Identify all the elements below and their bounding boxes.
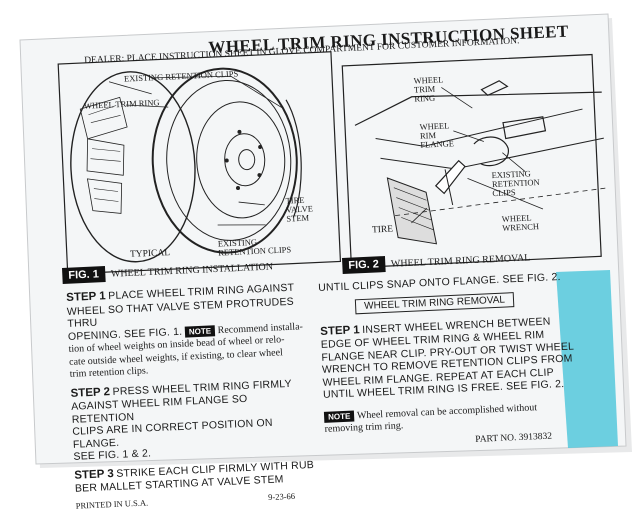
instruction-sheet: WHEEL TRIM RING INSTRUCTION SHEET DEALER… <box>19 13 632 510</box>
fig2-label-existing: EXISTING RETENTION CLIPS <box>491 168 540 199</box>
install-note-line1: Recommend installa- <box>217 320 304 336</box>
accent-stripe <box>556 270 618 448</box>
install-step1-label: STEP 1 <box>66 290 106 304</box>
print-date: 9-23-66 <box>267 490 296 502</box>
fig2-label-tire: TIRE <box>371 224 394 236</box>
fig2-label-wrench: WHEEL WRENCH <box>501 212 540 233</box>
removal-note-tag: NOTE <box>323 410 355 423</box>
printed-in: PRINTED IN U.S.A. <box>75 496 149 511</box>
fig1-label-tire-valve: TIRE VALVE STEM <box>285 194 314 224</box>
fig2-label-rim-flange: WHEEL RIM FLANGE <box>419 120 455 150</box>
fig1-label-typical: TYPICAL <box>129 248 171 260</box>
fig2-panel <box>341 53 607 269</box>
fig1-tag: FIG. 1 <box>62 266 106 284</box>
install-note-tag: NOTE <box>184 324 216 338</box>
fig1-panel <box>57 51 342 275</box>
install-step3-label: STEP 3 <box>74 467 114 482</box>
sheet-graphics <box>19 13 632 468</box>
install-step2-label: STEP 2 <box>70 385 111 400</box>
removal-step1-label: STEP 1 <box>319 323 360 338</box>
fig2-label-trim-ring: WHEEL TRIM RING <box>413 74 444 104</box>
fig1-label-existing-bottom: EXISTING RETENTION CLIPS <box>217 236 292 258</box>
fig2-tag: FIG. 2 <box>342 256 386 274</box>
installation-steps: STEP 1 PLACE WHEEL TRIM RING AGAINST WHE… <box>66 281 316 512</box>
removal-steps: UNTIL CLIPS SNAP ONTO FLANGE. SEE FIG. 2… <box>318 270 585 453</box>
